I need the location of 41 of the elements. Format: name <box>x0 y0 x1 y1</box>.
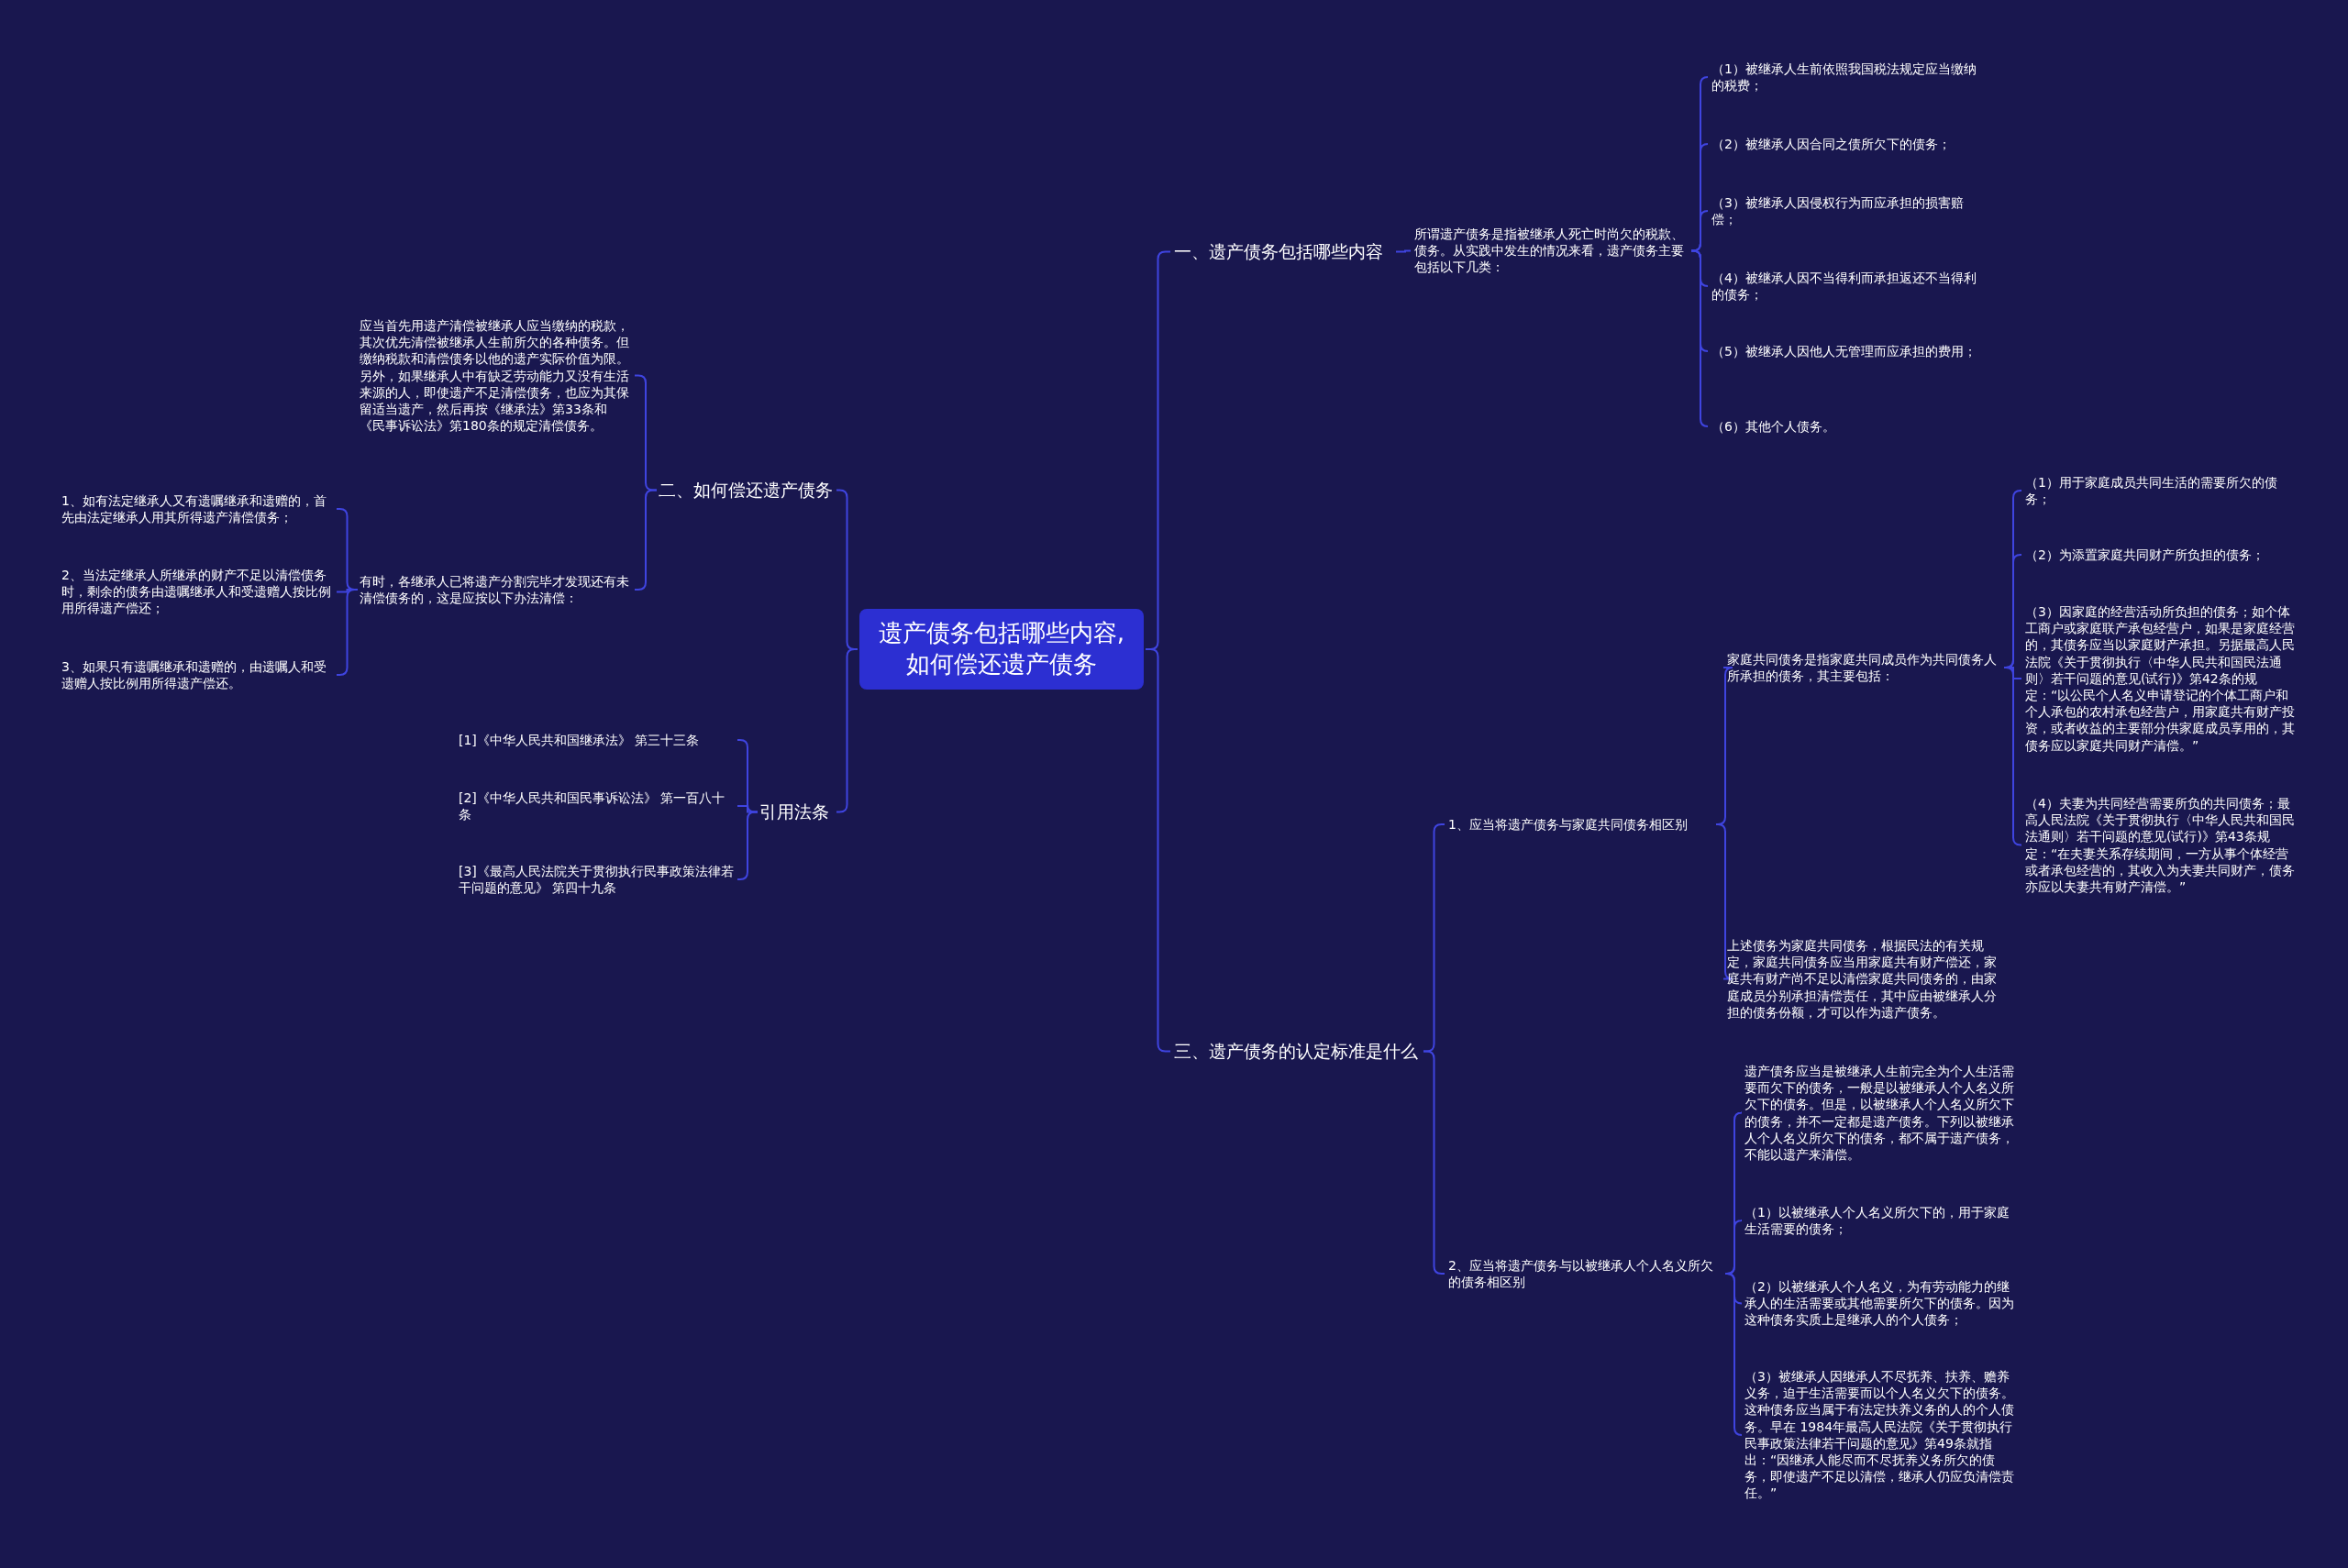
note-text: （1）用于家庭成员共同生活的需要所欠的债务； <box>2025 474 2300 508</box>
note-text: （1）以被继承人个人名义所欠下的，用于家庭生活需要的债务； <box>1744 1204 2020 1238</box>
branch-topic: 一、遗产债务包括哪些内容 <box>1174 240 1394 263</box>
note-text: 家庭共同债务是指家庭共同成员作为共同债务人所承担的债务，其主要包括： <box>1727 651 2002 685</box>
connector-line <box>1690 249 1709 427</box>
note-text: （3）被继承人因继承人不尽抚养、扶养、赡养义务，迫于生活需要而以个人名义欠下的债务。这种债务应当属于有法定扶养义务的人的个人债务。早在 1984年最高人民法院《关于贯彻执行民事政策法律若干问题的意见》第49条就指出：“因继承人能尽而不尽抚养义务所欠的债务，即使遗产不足以清偿，继承人仍应负清偿责任。” <box>1744 1368 2020 1502</box>
note-text: 应当首先用遗产清偿被继承人应当缴纳的税款，其次优先清偿被继承人生前所欠的各种债务。但缴纳税款和清偿债务以他的遗产实际价值为限。另外，如果继承人中有缺乏劳动能力又没有生活来源的人，即使遗产不足清偿债务，也应为其保留适当遗产，然后再按《继承法》第33条和《民事诉讼法》第180条的规定清偿债务。 <box>360 317 631 435</box>
note-text: （2）以被继承人个人名义，为有劳动能力的继承人的生活需要或其他需要所欠下的债务。因为这种债务实质上是继承人的个人债务； <box>1744 1278 2020 1329</box>
note-text: 2、应当将遗产债务与以被继承人个人名义所欠的债务相区别 <box>1448 1257 1723 1291</box>
note-text: 上述债务为家庭共同债务，根据民法的有关规定，家庭共同债务应当用家庭共有财产偿还，家庭共有财产尚不足以清偿家庭共同债务的，由家庭成员分别承担清偿责任，其中应由被继承人分担的债务份额，才可以作为遗产债务。 <box>1727 937 2002 1021</box>
connector-line <box>1690 210 1709 252</box>
note-text: 有时，各继承人已将遗产分割完毕才发现还有未清偿债务的，这是应按以下办法清偿： <box>360 573 631 607</box>
note-text: 2、当法定继承人所继承的财产不足以清偿债务时，剩余的债务由遗嘱继承人和受遗赠人按比例用所得遗产偿还； <box>61 567 333 617</box>
branch-topic: 二、如何偿还遗产债务 <box>659 479 833 502</box>
note-text: （3）因家庭的经营活动所负担的债务；如个体工商户或家庭联产承包经营户，如果是家庭经营的，其债务应当以家庭财产承担。另据最高人民法院《关于贯彻执行〈中华人民共和国民法通则〉若干问题的意见(试行)》第42条的规定：“以公民个人名义申请登记的个体工商户和个人承包的农村承包经营户，用家庭共有财产投资，或者收益的主要部分供家庭成员享用的，其债务应以家庭共同财产清偿。” <box>2025 603 2300 754</box>
connector-line <box>336 589 359 676</box>
note-text: （5）被继承人因他人无管理而应承担的费用； <box>1711 343 1987 360</box>
note-text: （3）被继承人因侵权行为而应承担的损害赔偿； <box>1711 194 1987 228</box>
connector-line <box>1423 1050 1445 1275</box>
note-text: [3]《最高人民法院关于贯彻执行民事政策法律若干问题的意见》 第四十九条 <box>459 863 734 897</box>
connector-line <box>634 489 658 591</box>
connector-line <box>737 811 759 880</box>
note-text: 3、如果只有遗嘱继承和遗赠的，由遗嘱人和受遗赠人按比例用所得遗产偿还。 <box>61 658 333 692</box>
note-text: 遗产债务应当是被继承人生前完全为个人生活需要而欠下的债务，一般是以被继承人个人名义所欠下的债务。但是，以被继承人个人名义所欠下的债务，并不一定都是遗产债务。下列以被继承人个人名义所欠下的债务，都不属于遗产债务，不能以遗产来清偿。 <box>1744 1063 2020 1164</box>
note-text: [1]《中华人民共和国继承法》 第三十三条 <box>459 732 734 749</box>
branch-topic: 引用法条 <box>759 801 833 823</box>
connector-line <box>1724 1273 1743 1436</box>
note-text: （2）被继承人因合同之债所欠下的债务； <box>1711 136 1987 153</box>
connector-line <box>1395 249 1412 253</box>
connector-line <box>2003 667 2022 846</box>
note-text: （2）为添置家庭共同财产所负担的债务； <box>2025 547 2300 564</box>
note-text: 1、应当将遗产债务与家庭共同债务相区别 <box>1448 816 1714 834</box>
note-text: （6）其他个人债务。 <box>1711 418 1987 436</box>
note-text: [2]《中华人民共和国民事诉讼法》 第一百八十条 <box>459 790 734 823</box>
note-text: 1、如有法定继承人又有遗嘱继承和遗赠的，首先由法定继承人用其所得遗产清偿债务； <box>61 492 333 526</box>
branch-topic: 三、遗产债务的认定标准是什么 <box>1174 1040 1422 1063</box>
central-topic-box: 遗产债务包括哪些内容,如何偿还遗产债务 <box>859 609 1144 690</box>
note-text: 所谓遗产债务是指被继承人死亡时尚欠的税款、债务。从实践中发生的情况来看，遗产债务主要包括以下几类： <box>1414 226 1689 276</box>
note-text: （1）被继承人生前依照我国税法规定应当缴纳的税费； <box>1711 61 1987 94</box>
note-text: （4）被继承人因不当得利而承担返还不当得利的债务； <box>1711 270 1987 304</box>
note-text: （4）夫妻为共同经营需要所负的共同债务；最高人民法院《关于贯彻执行〈中华人民共和国民法通则〉若干问题的意见(试行)》第43条规定：“在夫妻关系存续期间，一方从事个体经营或者承包经营的，其收入为夫妻共同财产，债务亦应以夫妻共有财产清偿。” <box>2025 795 2300 896</box>
